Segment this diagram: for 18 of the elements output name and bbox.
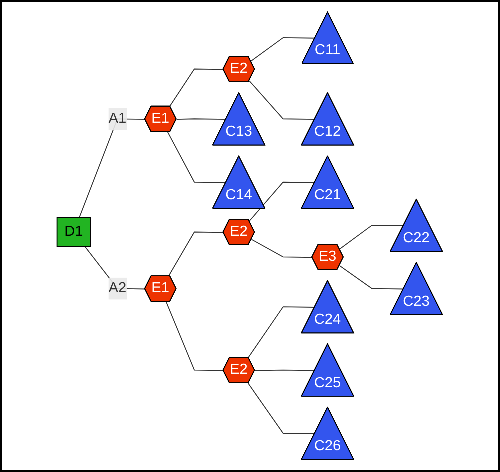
connector <box>254 370 316 372</box>
edge-label: A2 <box>108 280 127 296</box>
connector <box>249 182 316 222</box>
connector <box>248 383 316 434</box>
node-box: D1 <box>56 217 91 248</box>
connector <box>166 302 224 372</box>
connector <box>168 232 224 277</box>
connector <box>339 225 404 250</box>
connector <box>339 265 404 290</box>
connector <box>248 306 316 358</box>
connector <box>250 37 316 62</box>
connector <box>79 118 146 218</box>
connector <box>176 118 227 120</box>
connector <box>251 239 313 258</box>
edge-label: A1 <box>108 110 127 126</box>
connector <box>249 80 316 120</box>
connector <box>167 132 227 184</box>
connector <box>169 68 224 108</box>
